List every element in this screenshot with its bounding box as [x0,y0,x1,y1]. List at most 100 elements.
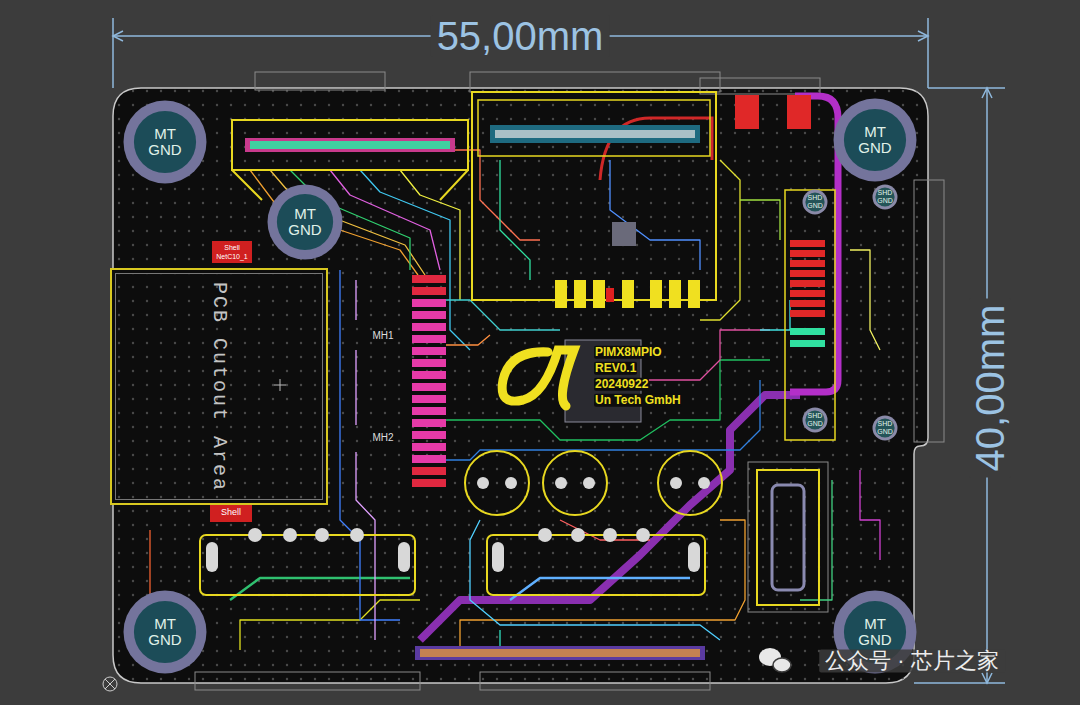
dimension-arrow [918,31,928,41]
connector-outline [487,535,705,595]
th-pad [350,528,364,542]
annular-ring [803,190,828,215]
annular-ring [124,101,207,184]
drill-hole [134,601,196,663]
pad-column [412,275,446,487]
th-pad [670,477,682,489]
hole-net-label: SHD GND [806,412,824,427]
connector-outline [785,190,835,440]
mounting-hole: MT GND [123,100,207,184]
annular-ring [124,591,207,674]
copper-trace [340,270,400,620]
dimension-arrow [113,31,123,41]
smd-pad [688,280,700,308]
th-pad [583,477,595,489]
smd-pad [790,310,825,317]
smd-pad [412,467,446,475]
smd-pad [790,240,825,247]
courtyards [195,72,944,690]
annular-ring [834,99,917,182]
shield-pad: SHD GND [872,184,898,210]
extension-line [914,682,1005,684]
capacitor-outline [658,451,722,515]
hole-net-label: SHD GND [876,189,894,204]
annular-ring [873,416,898,441]
pad-label: Shell [220,508,242,517]
drill-hole [805,410,824,429]
connector-pads [490,125,700,143]
cutout-label: PCB Cutout Area [208,281,231,491]
capacitor-pads [477,477,710,489]
th-pad [538,528,552,542]
smd-pad [790,280,825,287]
smd-pad [790,250,825,257]
th-pad [283,528,297,542]
annular-ring [268,185,343,260]
silkscreen-text: Un Tech GmbH [594,394,682,407]
courtyard [700,78,820,94]
courtyard [195,672,420,690]
hole-label: MH2 [371,433,394,444]
centre-mark [274,379,286,391]
connector-pads [495,130,695,138]
smd-pad [412,383,446,391]
copper-trace [150,530,190,600]
copper-trace [460,520,745,650]
connector-outline [472,92,716,300]
via-field [113,88,928,683]
connector-outline [200,535,415,595]
mounting-hole: MT GND [123,590,207,674]
copper-trace [270,170,425,275]
board-outline [113,88,928,683]
origin-circle [103,677,117,691]
origin-marker [103,677,117,691]
smd-pad [669,280,681,308]
copper-trace [500,160,530,280]
copper-trace [470,520,720,640]
slot-pad [492,542,504,572]
dimension-arrow [982,673,992,683]
copper-trace [446,335,490,345]
smd-pad [412,443,446,451]
usb-connector [487,528,705,595]
copper-trace [510,578,690,600]
hole-net-label: MT GND [143,126,187,159]
shield-pad: SHD GND [802,189,828,215]
dimension-lines [113,18,1005,683]
courtyard [914,180,944,442]
smd-pad [412,335,446,343]
shield-pad: SHD GND [872,415,898,441]
shell-pad [210,505,252,522]
extension-line [928,87,1005,89]
drill-hole [844,109,906,171]
mounting-hole: MT GND [833,98,917,182]
smd-pad [790,260,825,267]
smd-pad [412,323,446,331]
silkscreen-text: REV0.1 [594,362,637,375]
smd-pad [412,347,446,355]
copper-trace [740,200,780,240]
origin-cross [105,679,115,689]
smd-pad [735,95,759,129]
smd-pad [412,419,446,427]
pad-label: Shell [223,244,241,251]
usb-connector [200,528,415,595]
signal-traces [150,150,880,660]
pad-column [790,240,825,347]
smd-pad [555,280,567,308]
copper-trace [240,600,420,650]
hole-label: MH1 [371,331,394,342]
slot-pad [398,542,410,572]
smd-pad [412,371,446,379]
capacitor-outline [543,451,607,515]
smd-pad [412,299,446,307]
dimension-text: 55,00mm [431,15,610,57]
hole-net-label: MT GND [283,206,327,239]
dimension-text: 40,00mm [969,299,1011,478]
th-pad [505,477,517,489]
chip [612,222,636,246]
smd-pad [420,649,700,657]
smd-pad [412,275,446,283]
board-connector [472,92,716,308]
